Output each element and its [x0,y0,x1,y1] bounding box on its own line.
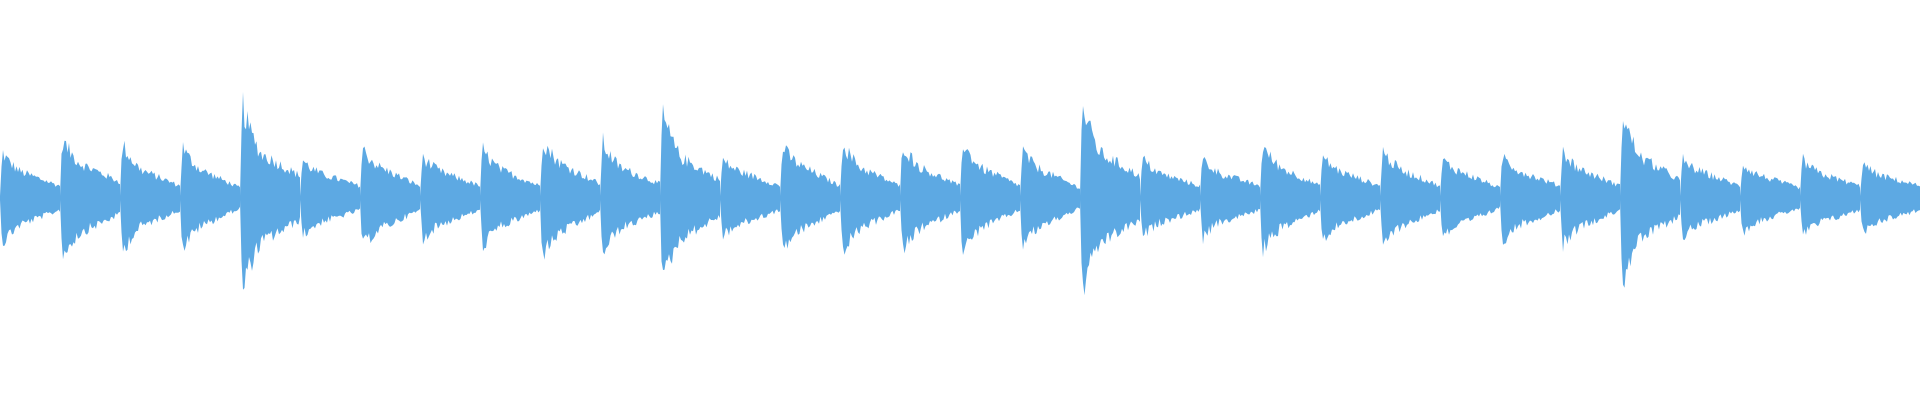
waveform-beat-segment [1380,146,1440,245]
waveform-beat-segment [1140,155,1200,237]
waveform-beat-segment [900,152,960,254]
waveform-beat-segment [1800,153,1860,235]
waveform-beat-segment [1740,165,1800,236]
waveform-beat-segment [600,132,660,255]
waveform-beat-segment [840,147,900,255]
waveform-beat-segment [540,145,600,260]
waveform-beat-segment [240,91,300,290]
waveform-beat-segment [1620,121,1680,288]
waveform-beat-segment [360,146,420,244]
waveform-beat-segment [960,149,1020,255]
waveform-beat-segment [660,104,720,270]
waveform-beat-segment [1200,157,1260,245]
waveform-segments [0,91,1920,296]
waveform-beat-segment [1080,106,1140,296]
waveform-beat-segment [1260,147,1320,258]
waveform-center-line [0,196,1920,200]
